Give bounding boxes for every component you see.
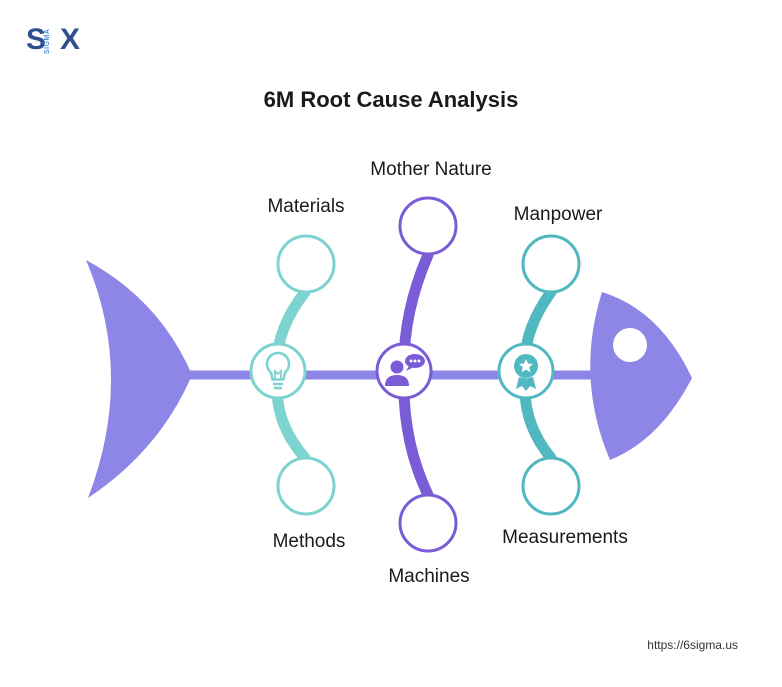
fish-head — [590, 292, 692, 460]
methods-circle — [276, 456, 336, 516]
person-chat-icon — [375, 342, 433, 400]
logo-letter-s: S — [26, 23, 47, 56]
label-methods: Methods — [272, 531, 346, 552]
logo-letter-x: X — [60, 23, 81, 56]
label-machines: Machines — [388, 566, 470, 587]
mother-nature-circle — [398, 196, 458, 256]
measurements-circle — [521, 456, 581, 516]
materials-circle — [276, 234, 336, 294]
fish-tail — [86, 260, 192, 498]
brand-logo: S SIGMA X — [26, 22, 86, 58]
award-badge-icon — [497, 342, 555, 400]
label-materials: Materials — [267, 196, 345, 217]
manpower-circle — [521, 234, 581, 294]
label-measurements: Measurements — [502, 527, 628, 548]
label-manpower: Manpower — [513, 204, 603, 225]
lightbulb-icon — [249, 342, 307, 400]
footer-url[interactable]: https://6sigma.us — [647, 638, 738, 652]
label-mother-nature: Mother Nature — [370, 159, 492, 180]
page-title: 6M Root Cause Analysis — [263, 87, 519, 112]
fish-eye — [613, 328, 647, 362]
machines-circle — [398, 493, 458, 553]
